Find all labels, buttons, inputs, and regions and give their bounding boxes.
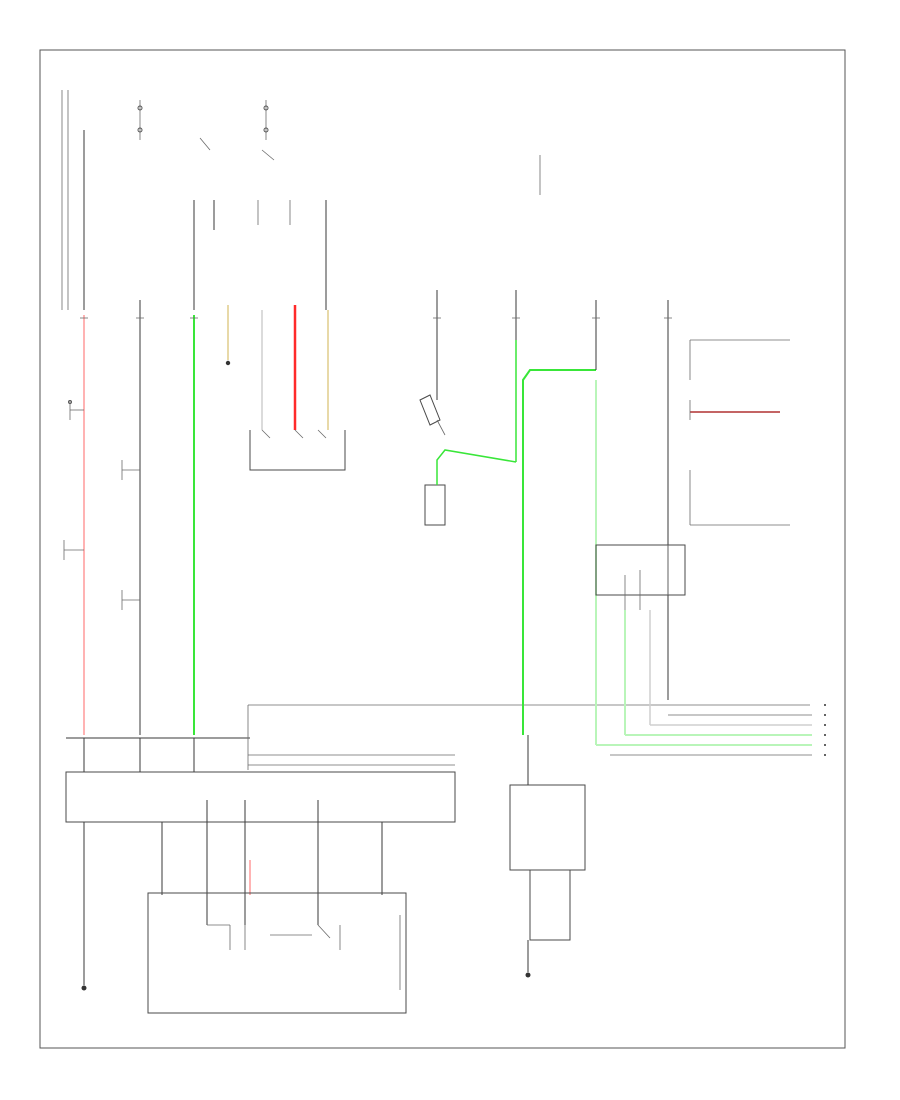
- module-box: [509, 735, 586, 972]
- switch-contact-symbol: [199, 137, 275, 161]
- fuse-symbol: [263, 100, 269, 140]
- edge-terminals: [824, 704, 826, 756]
- wire-center-green: [436, 449, 517, 485]
- switch-contact-symbol: [68, 400, 84, 420]
- control-unit-box: [65, 738, 456, 823]
- ground-symbol: [525, 972, 531, 978]
- diagram-frame: [39, 49, 846, 1049]
- switch-contact-symbol: [63, 540, 84, 560]
- fuse-symbol: [137, 100, 143, 140]
- switch-contact-symbol: [121, 590, 140, 610]
- relay-box: [595, 544, 686, 610]
- switch-assembly-box: [147, 892, 407, 1014]
- relay-coil-symbol: [419, 394, 446, 436]
- ground-symbol: [81, 985, 87, 991]
- switch-module-box: [249, 429, 346, 471]
- sensor-box: [424, 484, 446, 526]
- ground-symbol: [225, 360, 231, 366]
- wire-green-main: [522, 369, 596, 735]
- switch-contact-symbol: [121, 460, 140, 480]
